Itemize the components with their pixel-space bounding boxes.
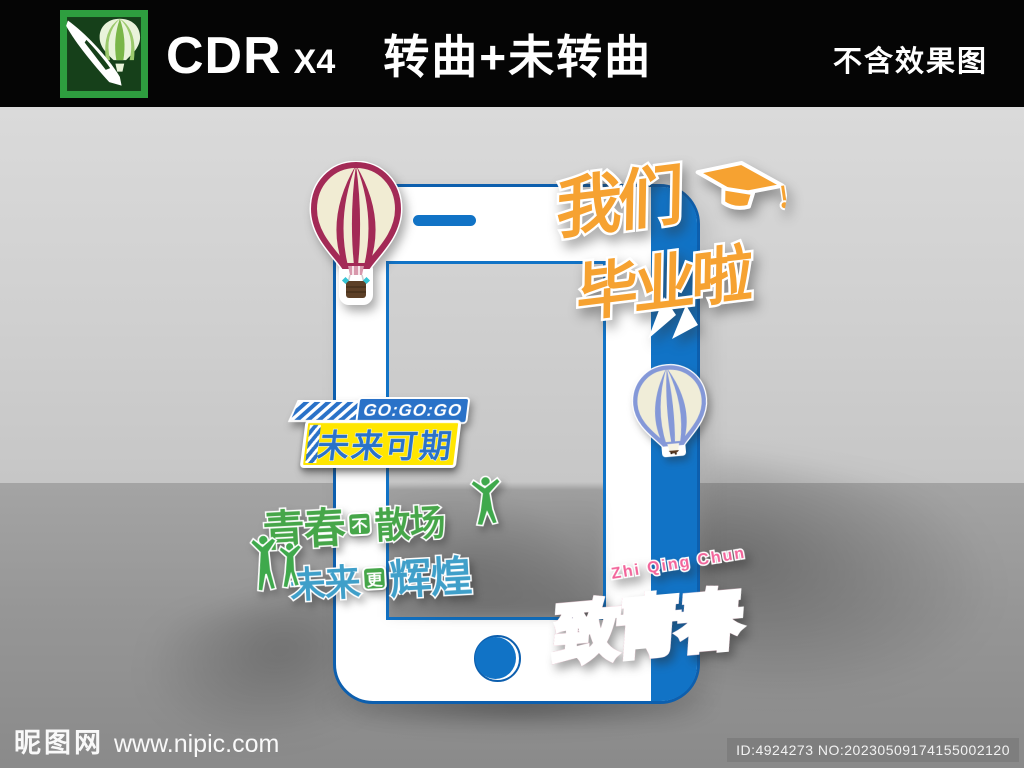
poster-stage: 我们 毕业啦 GO:GO:GO 未来可期 [0, 107, 1024, 768]
title-group: CDR X4 转曲+未转曲 [166, 21, 652, 87]
top-title-bar: CDR X4 转曲+未转曲 不含效果图 [0, 0, 1024, 107]
title-note: 不含效果图 [832, 46, 988, 78]
sticker-youth-never-ends: 青春 不 散场 未来 更 辉煌 [249, 475, 502, 616]
white-shards-decoration [648, 297, 698, 339]
site-name: 昵图网 [14, 728, 104, 758]
coreldraw-logo-icon [60, 9, 148, 98]
image-id-badge: ID:4924273 NO:20230509174155002120 [727, 738, 1019, 762]
go-badge-main-text: 未来可期 [315, 428, 456, 465]
site-watermark: 昵图网 www.nipic.com [14, 721, 279, 760]
sticker-we-graduated: 我们 毕业啦 [550, 147, 790, 342]
graduation-cap-icon [695, 160, 790, 211]
go-badge-main-box: 未来可期 [299, 420, 462, 468]
youth-l1-word-b: 散场 [372, 500, 447, 548]
product-name: CDR [166, 26, 282, 85]
hot-air-balloon-red-icon [309, 161, 403, 305]
screen-floor-shadow [389, 467, 603, 617]
title-subtitle: 转曲+未转曲 [383, 30, 653, 83]
sticker-to-our-youth: Zhi Qing Chun 致青春 [548, 543, 774, 706]
jumping-person-right-icon [469, 475, 502, 527]
jumping-people-left-icon [249, 534, 303, 593]
youth-l2-word-b: 辉煌 [387, 551, 474, 605]
phone-speaker-slot [413, 215, 476, 226]
youth-l1-boxed-char: 不 [346, 510, 373, 537]
go-badge-top-text: GO:GO:GO [362, 400, 464, 420]
site-url: www.nipic.com [114, 730, 280, 758]
sticker-go-badge: GO:GO:GO 未来可期 [287, 397, 472, 469]
zqc-main-text: 致青春 [548, 566, 744, 679]
hot-air-balloon-blue-icon [631, 364, 708, 458]
youth-l2-boxed-char: 更 [361, 565, 388, 591]
phone-home-button-disc [475, 637, 516, 679]
product-version: X4 [293, 42, 336, 81]
phone-home-button [474, 635, 521, 682]
